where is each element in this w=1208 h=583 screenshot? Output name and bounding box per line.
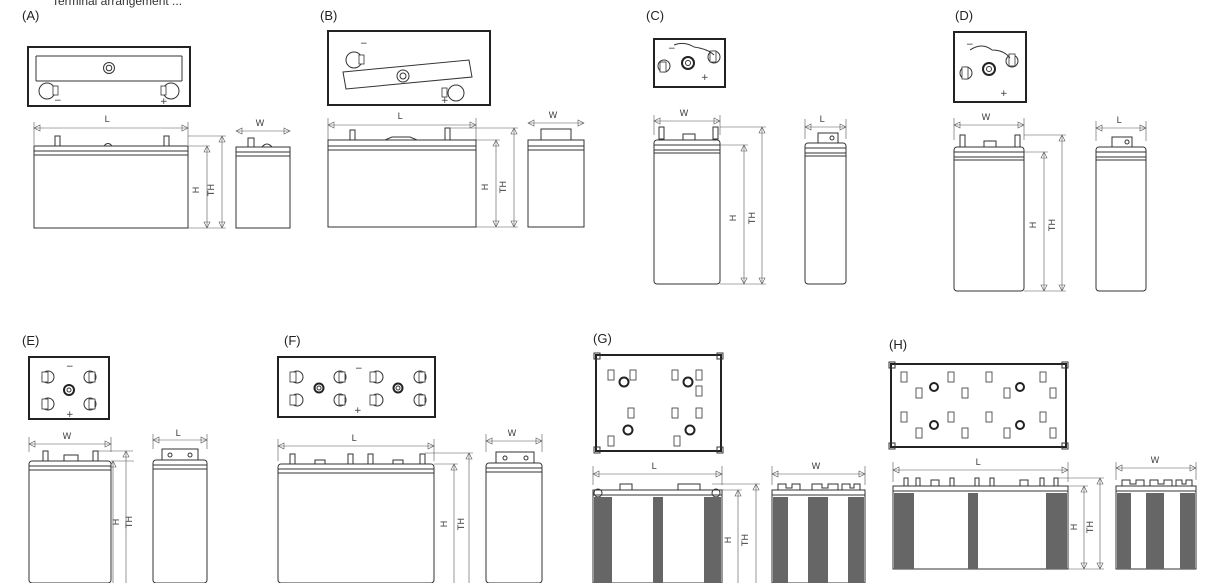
- diagram-f: −+: [277, 356, 543, 583]
- dim-label-height: H: [729, 215, 739, 222]
- top-view-h: [890, 363, 1067, 448]
- top-view-f: [277, 356, 436, 418]
- dim-label-total-height: TH: [748, 212, 758, 225]
- dim-label-length: L: [651, 462, 656, 472]
- front-view-b: [327, 139, 477, 228]
- diagram-e: −+: [28, 356, 208, 583]
- front-view-d: [953, 146, 1025, 292]
- dim-label-total-height: TH: [1086, 521, 1096, 534]
- dim-label-height: H: [481, 184, 491, 191]
- top-view-e: [28, 356, 110, 420]
- top-view-c: [653, 38, 726, 88]
- top-view-d: [953, 31, 1027, 103]
- top-view-a: [27, 46, 191, 107]
- dim-label-height: H: [440, 521, 450, 528]
- dim-label-width: W: [508, 429, 517, 439]
- dim-label-height: H: [1070, 524, 1080, 531]
- svg-text:+: +: [66, 410, 74, 420]
- dim-label-length: L: [397, 112, 402, 122]
- front-view-a: [33, 145, 189, 229]
- svg-text:+: +: [441, 96, 449, 106]
- svg-text:−: −: [966, 40, 974, 50]
- front-view-h: [892, 485, 1069, 570]
- diagram-label-h: (H): [889, 337, 908, 352]
- diagram-label-g: (G): [593, 331, 612, 346]
- dim-label-length: L: [1116, 116, 1121, 126]
- dim-label-length: L: [975, 458, 980, 468]
- dim-label-length: L: [351, 434, 356, 444]
- diagram-d: −+: [953, 31, 1147, 292]
- diagram-h: [888, 361, 1197, 570]
- header-caption: Terminal arrangement ...: [52, 0, 183, 8]
- dim-label-height: H: [724, 537, 734, 544]
- front-view-g: [592, 489, 723, 583]
- dim-label-width: W: [982, 113, 991, 123]
- dim-label-width: W: [256, 119, 265, 129]
- side-view-f: [485, 462, 543, 583]
- top-view-g: [595, 354, 722, 452]
- dim-label-length: L: [104, 115, 109, 125]
- dim-label-total-height: TH: [499, 181, 509, 194]
- svg-text:−: −: [355, 364, 363, 374]
- svg-text:+: +: [1000, 89, 1008, 99]
- dim-label-width: W: [812, 462, 821, 472]
- dim-label-width: W: [63, 432, 72, 442]
- side-view-c: [804, 142, 847, 285]
- front-view-f: [277, 463, 435, 583]
- svg-text:−: −: [66, 362, 74, 372]
- diagram-a: −+: [27, 46, 291, 229]
- front-view-e: [28, 460, 112, 583]
- diagram-c: −+: [653, 38, 847, 285]
- dim-label-length: L: [819, 115, 824, 125]
- dim-label-total-height: TH: [457, 518, 467, 531]
- dim-label-width: W: [549, 111, 558, 121]
- side-view-e: [152, 459, 208, 583]
- dim-label-height: H: [112, 519, 122, 526]
- diagram-label-d: (D): [955, 8, 974, 23]
- dim-label-length: L: [175, 429, 180, 439]
- svg-text:−: −: [54, 96, 62, 106]
- front-view-c: [653, 139, 721, 285]
- dim-label-total-height: TH: [741, 534, 751, 547]
- side-view-a: [235, 146, 291, 229]
- dim-label-total-height: TH: [125, 516, 135, 529]
- diagram-label-a: (A): [22, 8, 40, 23]
- diagram-g: [592, 352, 866, 583]
- diagram-label-f: (F): [284, 333, 301, 348]
- dim-label-width: W: [1151, 456, 1160, 466]
- svg-text:−: −: [668, 44, 676, 54]
- svg-text:+: +: [701, 73, 709, 83]
- top-view-b: [327, 30, 491, 106]
- svg-text:+: +: [354, 406, 362, 416]
- dim-label-total-height: TH: [1048, 219, 1058, 232]
- diagram-label-c: (C): [646, 8, 665, 23]
- diagram-b: −+: [327, 30, 585, 228]
- dim-label-height: H: [1029, 222, 1039, 229]
- diagram-label-b: (B): [320, 8, 338, 23]
- dim-label-total-height: TH: [207, 184, 217, 197]
- diagram-label-e: (E): [22, 333, 40, 348]
- dim-label-width: W: [680, 109, 689, 119]
- dim-label-height: H: [192, 187, 202, 194]
- side-view-d: [1095, 146, 1147, 292]
- svg-text:−: −: [360, 39, 368, 49]
- side-view-g: [771, 489, 866, 583]
- svg-text:+: +: [160, 97, 168, 107]
- side-view-b: [527, 139, 585, 228]
